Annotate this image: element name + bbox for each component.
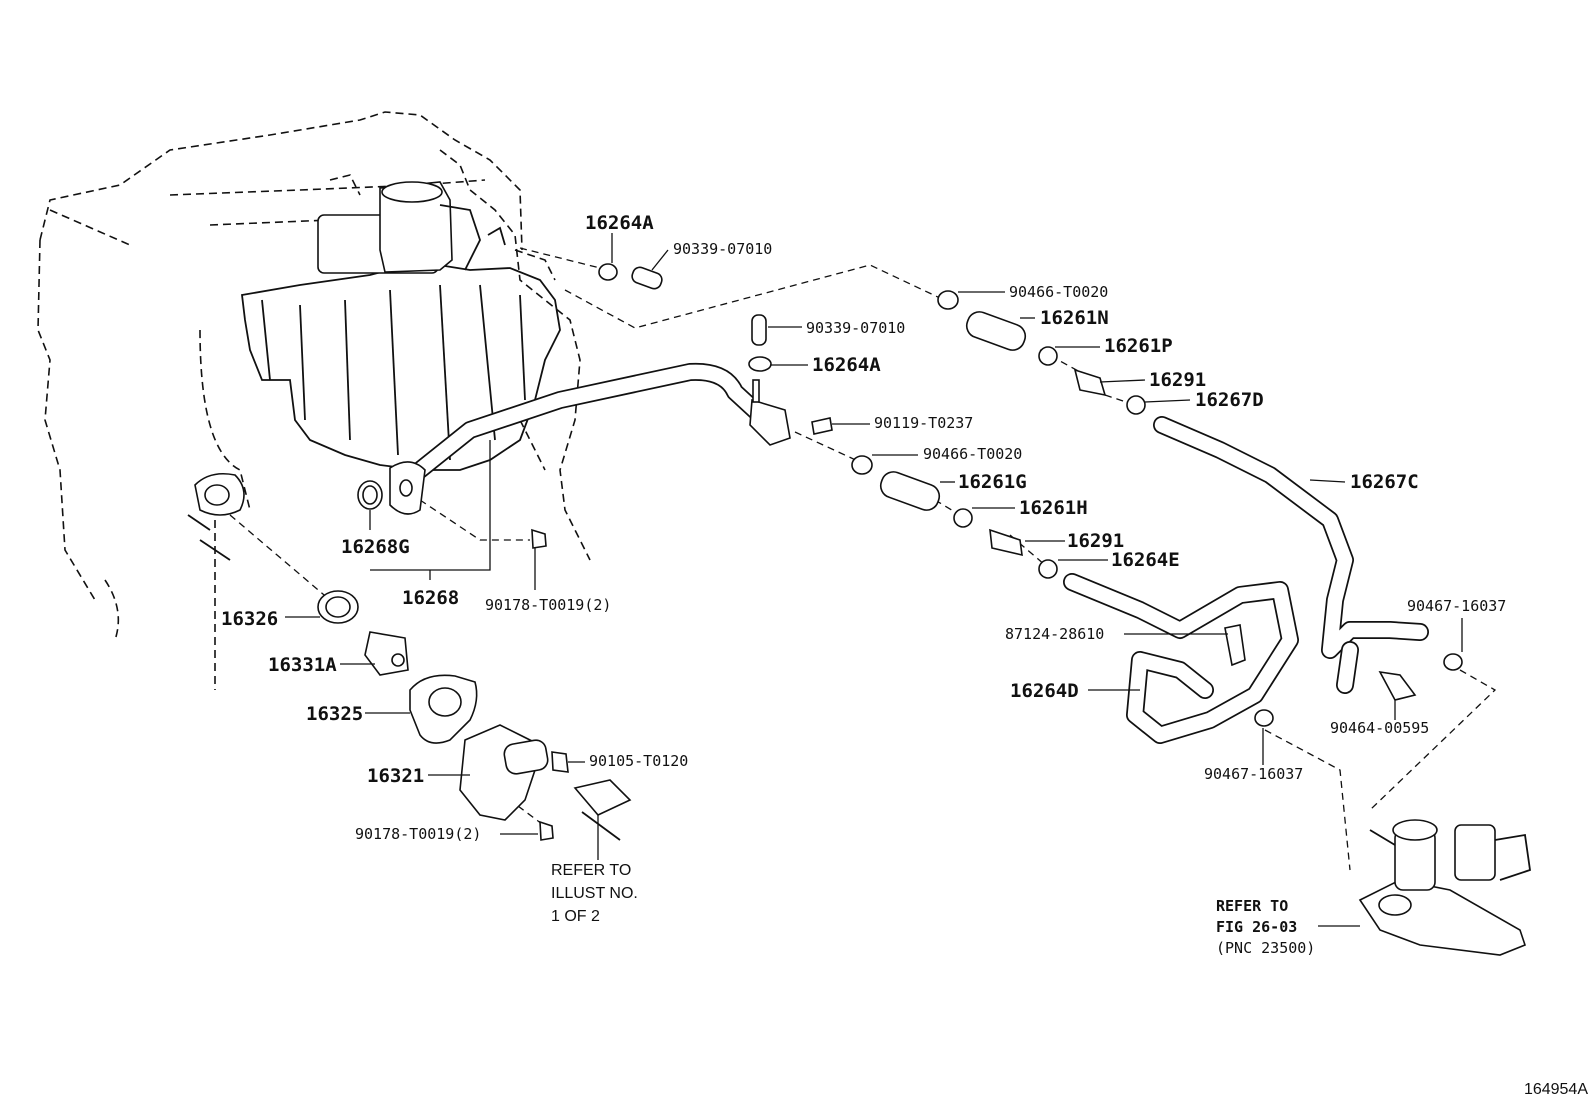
label-90178-mid: 90178-T0019(2) bbox=[485, 596, 611, 614]
label-16267D: 16267D bbox=[1195, 389, 1264, 411]
figure-id: 164954A bbox=[1524, 1081, 1588, 1098]
note-refer-fig-3: (PNC 23500) bbox=[1216, 939, 1315, 957]
label-16264A-top: 16264A bbox=[585, 212, 654, 234]
label-16326: 16326 bbox=[221, 608, 278, 630]
label-16331A: 16331A bbox=[268, 654, 337, 676]
hose-16264D bbox=[1063, 573, 1299, 744]
vsv-assembly bbox=[1358, 819, 1531, 956]
upper-gasket bbox=[187, 472, 245, 561]
label-87124: 87124-28610 bbox=[1005, 625, 1104, 643]
label-16321: 16321 bbox=[367, 765, 424, 787]
label-16261P: 16261P bbox=[1104, 335, 1173, 357]
label-16267C: 16267C bbox=[1350, 471, 1419, 493]
clips-right bbox=[1224, 624, 1463, 727]
top-small-parts bbox=[531, 263, 1146, 579]
label-90339-mid: 90339-07010 bbox=[806, 319, 905, 337]
label-90105: 90105-T0120 bbox=[589, 752, 688, 770]
label-90467-right: 90467-16037 bbox=[1407, 597, 1506, 615]
label-90464: 90464-00595 bbox=[1330, 719, 1429, 737]
note-refer-illust-3: 1 OF 2 bbox=[551, 908, 600, 925]
label-16291-mid: 16291 bbox=[1067, 530, 1124, 552]
label-16264E: 16264E bbox=[1111, 549, 1180, 571]
note-refer-illust-1: REFER TO bbox=[551, 862, 631, 879]
label-90339-top: 90339-07010 bbox=[673, 240, 772, 258]
label-16325: 16325 bbox=[306, 703, 363, 725]
note-refer-fig-2: FIG 26-03 bbox=[1216, 918, 1297, 936]
label-90178-low: 90178-T0019(2) bbox=[355, 825, 481, 843]
label-16261G: 16261G bbox=[958, 471, 1027, 493]
label-90467-low: 90467-16037 bbox=[1204, 765, 1303, 783]
label-90466-top: 90466-T0020 bbox=[1009, 283, 1108, 301]
label-16264D: 16264D bbox=[1010, 680, 1079, 702]
note-refer-fig-1: REFER TO bbox=[1216, 897, 1288, 915]
label-90119: 90119-T0237 bbox=[874, 414, 973, 432]
pipe-16268 bbox=[357, 362, 791, 515]
label-16268: 16268 bbox=[402, 587, 459, 609]
refer-notes: REFER TO ILLUST NO. 1 OF 2 REFER TO FIG … bbox=[551, 862, 1315, 957]
note-refer-illust-2: ILLUST NO. bbox=[551, 885, 638, 902]
label-90466-mid: 90466-T0020 bbox=[923, 445, 1022, 463]
label-16261N: 16261N bbox=[1040, 307, 1109, 329]
thermostat-stack bbox=[317, 590, 632, 841]
label-16261H: 16261H bbox=[1019, 497, 1088, 519]
label-16268G: 16268G bbox=[341, 536, 410, 558]
label-16264A-mid: 16264A bbox=[812, 354, 881, 376]
label-16291-top: 16291 bbox=[1149, 369, 1206, 391]
intake-manifold bbox=[241, 181, 561, 471]
hose-16267C bbox=[1153, 416, 1429, 694]
part-labels: 16264A 90339-07010 90466-T0020 16261N 16… bbox=[221, 212, 1506, 843]
leader-lines bbox=[285, 233, 1463, 927]
